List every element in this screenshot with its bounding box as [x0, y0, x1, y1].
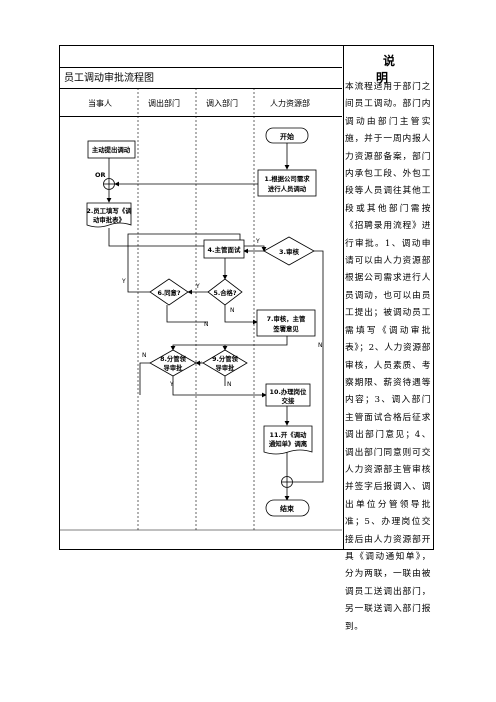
start-label: 开始: [280, 132, 294, 141]
node-6: [149, 278, 189, 306]
node-6-label: 6.同意?: [157, 288, 180, 297]
end-node: [265, 499, 310, 517]
node-10-line2: 交接: [282, 396, 295, 405]
node-7-line2: 签署意见: [272, 324, 299, 333]
edge-9-y-label: Y: [197, 361, 202, 368]
description-heading: 说 明: [375, 54, 436, 85]
node-7: [256, 309, 316, 337]
edge-9-n-label: N: [227, 381, 232, 388]
edge-6-n: [166, 305, 208, 323]
node-2-line2: 动审批表》: [93, 215, 125, 224]
edge-3-n-label: N: [318, 342, 323, 349]
lane-header-in-dept: 调入部门: [206, 99, 238, 108]
active-transfer-node: [87, 140, 136, 159]
lane-header-hr: 人力资源部: [270, 99, 310, 108]
edge-6-n-label: N: [204, 321, 209, 328]
edge-6-y-label: Y: [121, 278, 126, 285]
node-8-line1: 8.分管领: [160, 354, 186, 363]
outer-frame: [59, 45, 434, 550]
node-11-line2: 通知单》调离: [269, 439, 308, 448]
node-3-label: 3.审核: [279, 247, 299, 256]
edge-6-y: [127, 233, 241, 293]
chart-title: 员工调动审批流程图: [64, 73, 154, 84]
node-10: [265, 383, 311, 407]
node-7-line1: 7.审核，主管: [267, 314, 306, 323]
edge-5-y-label: Y: [195, 283, 200, 290]
node-5: [207, 278, 243, 306]
node-8: [149, 349, 197, 377]
edge-8-n-label: N: [142, 352, 147, 359]
active-transfer-label: 主动提出调动: [92, 145, 131, 154]
node-5-label: 5.合格?: [213, 288, 236, 297]
end-label: 结束: [279, 504, 295, 513]
node-10-line1: 10.办理岗位: [270, 387, 307, 396]
node-11-line1: 11.开《调动: [270, 430, 307, 439]
edge-n-to-join: [293, 452, 324, 483]
edge-5-n-label: N: [230, 307, 235, 314]
edge-8-n: [139, 362, 150, 395]
node-8-line2: 导审批: [164, 363, 184, 372]
node-11: [263, 425, 313, 455]
edge-3-n: [313, 250, 324, 452]
node-1-line2: 进行人员调动: [268, 184, 307, 193]
lane-separators: [137, 88, 255, 530]
node-3: [263, 236, 315, 266]
node-2-line1: 2.员工填写《调: [86, 206, 132, 215]
edge-2-to-3: [108, 228, 267, 252]
node-1: [257, 169, 317, 197]
column-divider: [343, 45, 344, 550]
edge-8-to-10: [172, 376, 267, 398]
edge-5-n: [224, 305, 258, 325]
node-9-line1: 9.分管领: [212, 354, 238, 363]
edge-3-y-label: Y: [255, 238, 260, 245]
lane-header-party: 当事人: [88, 99, 112, 108]
chart-title-row: [60, 67, 342, 89]
edge-8-y-label: Y: [169, 381, 174, 388]
node-9: [202, 349, 248, 377]
node-4: [203, 239, 245, 259]
or-label: OR: [95, 171, 106, 179]
node-9-line2: 导审批: [216, 363, 236, 372]
lane-header-row: 当事人 调出部门 调入部门 人力资源部: [60, 88, 342, 117]
node-4-label: 4.主管面试: [208, 245, 241, 254]
lane-header-out-dept: 调出部门: [148, 99, 180, 108]
start-node: [265, 127, 309, 144]
node-1-line1: 1.根据公司需求: [264, 174, 310, 183]
node-2: [86, 202, 132, 228]
edge-7-to-8: [170, 335, 288, 351]
description-text: 本流程适用于部门之间员工调动。部门内调动由部门主管实施，并于一周内报人力资源部备…: [345, 82, 431, 632]
